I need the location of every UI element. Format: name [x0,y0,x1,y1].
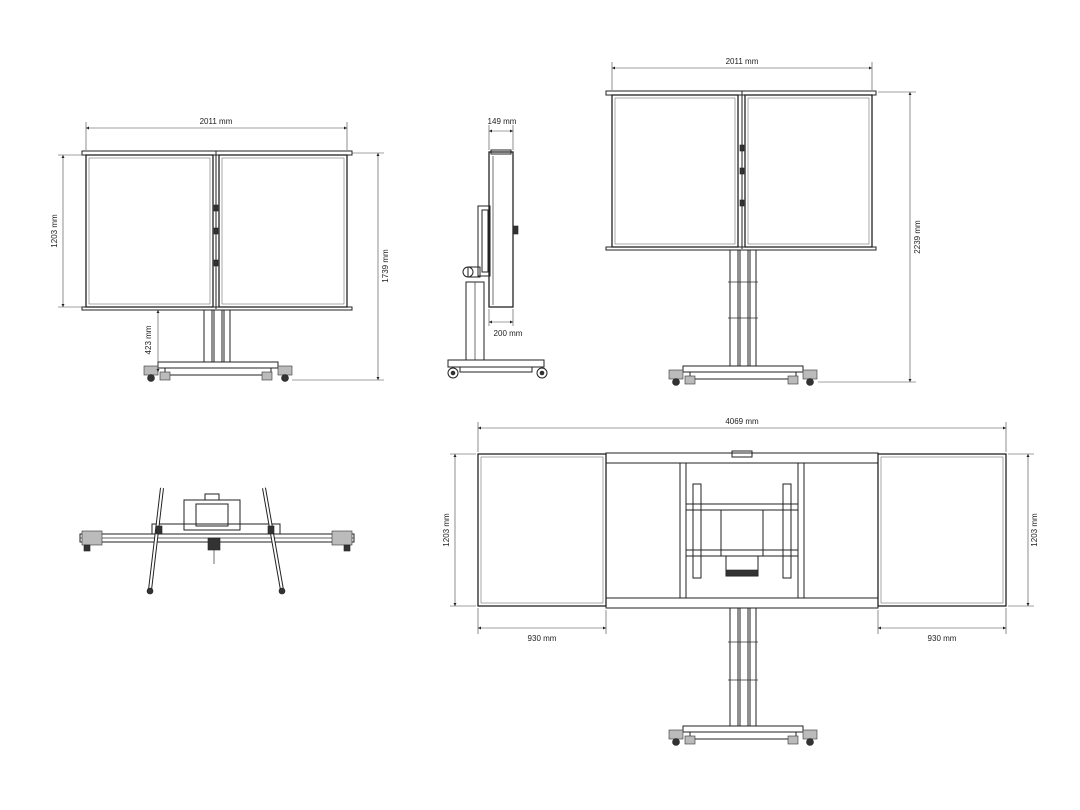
raised-width-label: 2011 mm [726,57,759,66]
open-wing-right-label: 930 mm [928,634,957,643]
top-view [79,487,355,595]
open-total-width-label: 4069 mm [725,417,759,426]
side-panel [488,151,514,308]
open-right-wing [877,453,1007,607]
open-wing-left-label: 930 mm [528,634,557,643]
open-panel-height-left-label: 1203 mm [442,513,451,547]
side-view: 149 mm 200 mm [447,117,548,379]
side-depth-bottom-label: 200 mm [494,329,523,338]
front-view: 2011 mm 1203 mm 1739 mm 423 mm [50,117,390,382]
open-left-wing [477,453,607,607]
side-depth-top-label: 149 mm [488,117,517,126]
raised-view: 2011 mm 2239 mm [605,57,922,386]
front-width-label: 2011 mm [200,117,233,126]
front-panel-height-label: 1203 mm [50,214,59,248]
open-view: 4069 mm 1203 mm 1203 mm 930 mm 930 mm [442,417,1039,746]
front-right-panel [218,154,348,308]
front-floor-clearance-label: 423 mm [144,325,153,354]
raised-right-panel [744,94,873,248]
front-left-panel [85,154,214,308]
raised-total-height-label: 2239 mm [913,220,922,254]
raised-left-panel [611,94,739,248]
open-panel-height-right-label: 1203 mm [1030,513,1039,547]
front-total-height-label: 1739 mm [381,249,390,283]
